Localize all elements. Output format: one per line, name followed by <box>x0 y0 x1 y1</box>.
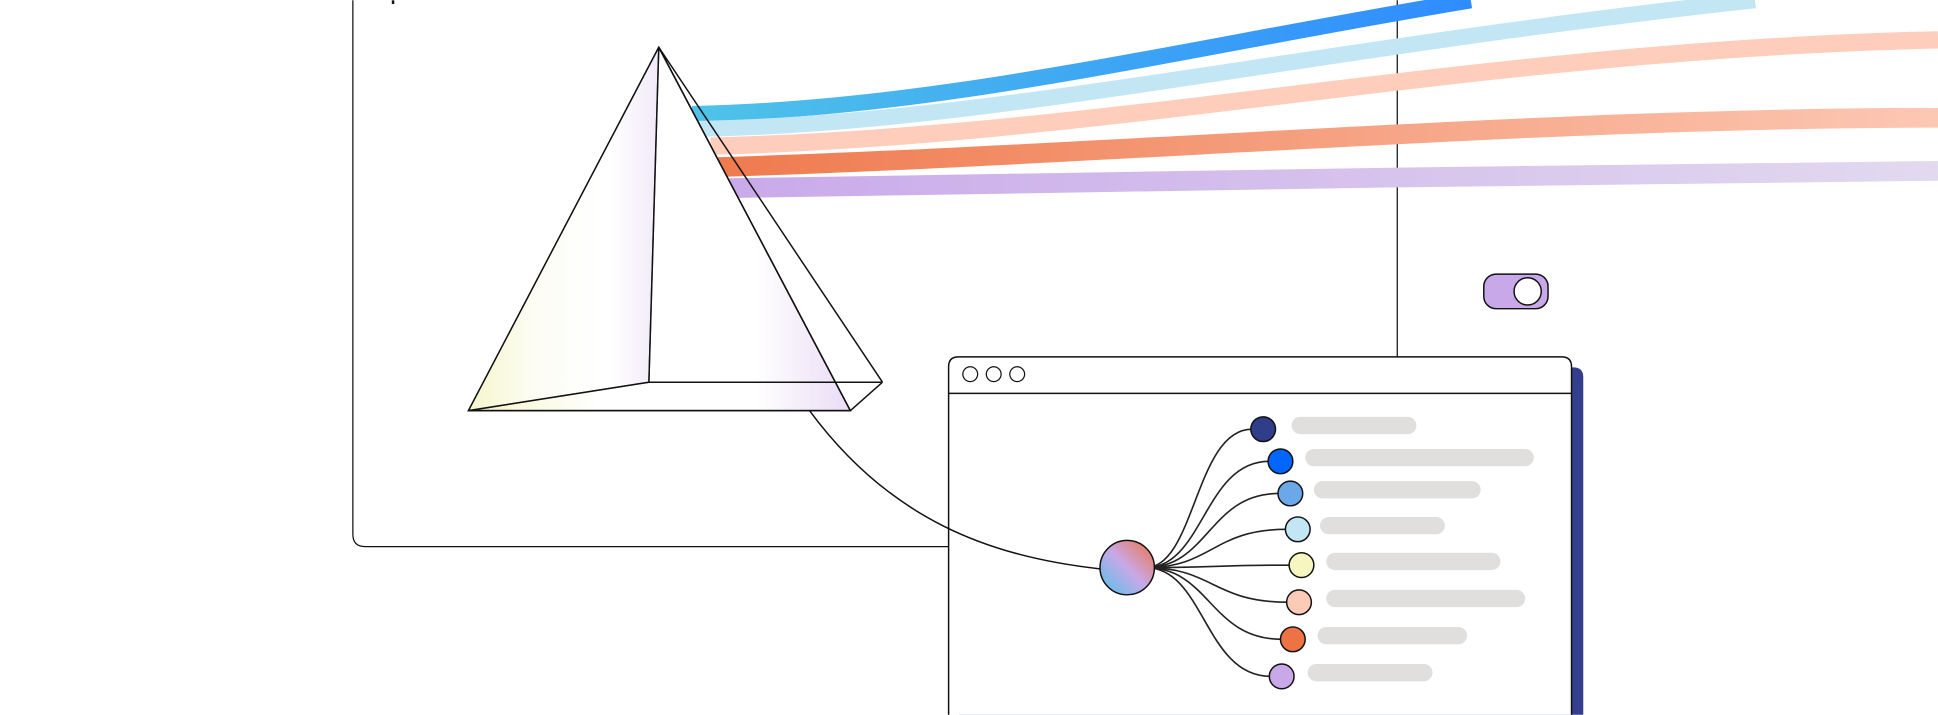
list-node-icon[interactable] <box>1284 516 1311 543</box>
list-node-icon[interactable] <box>1285 589 1313 616</box>
list-node-icon[interactable] <box>1288 552 1315 579</box>
branch-line <box>1145 566 1271 678</box>
beam-orange <box>716 107 1938 178</box>
placeholder-text-bar <box>1305 448 1534 467</box>
toggle-switch-icon[interactable] <box>1483 273 1549 310</box>
placeholder-text-bar <box>1320 516 1445 535</box>
list-node-icon[interactable] <box>1250 416 1277 443</box>
window-control-icon[interactable] <box>1009 366 1026 383</box>
node-tree <box>1099 416 1534 690</box>
window-frame <box>947 356 1573 715</box>
placeholder-text-bar <box>1307 664 1433 682</box>
placeholder-text-bar <box>1317 626 1468 645</box>
beam-blue <box>691 0 1473 123</box>
branch-line <box>1145 492 1280 569</box>
placeholder-text-bar <box>1291 416 1417 435</box>
list-node-icon[interactable] <box>1268 663 1295 690</box>
list-node-icon[interactable] <box>1267 448 1294 475</box>
light-beams <box>691 0 1938 199</box>
branch-line <box>1145 566 1282 641</box>
beam-purple <box>729 160 1938 199</box>
window-control-icon[interactable] <box>985 366 1002 383</box>
list-node-icon[interactable] <box>1279 626 1306 653</box>
beam-peach <box>710 31 1938 155</box>
prism-icon <box>467 45 884 412</box>
placeholder-text-bar <box>1326 589 1526 608</box>
branch-line <box>1145 428 1253 569</box>
connector-line <box>808 410 1101 570</box>
branch-line <box>1145 528 1287 569</box>
branch-line <box>1145 460 1270 569</box>
beam-lightblue <box>698 0 1756 137</box>
placeholder-text-bar <box>1326 552 1501 571</box>
branch-line <box>1145 564 1291 569</box>
placeholder-text-bar <box>1313 481 1481 499</box>
list-node-icon[interactable] <box>1277 480 1304 507</box>
branch-line <box>1145 566 1288 604</box>
window-control-icon[interactable] <box>962 366 979 383</box>
hub-node-icon <box>1099 539 1156 596</box>
